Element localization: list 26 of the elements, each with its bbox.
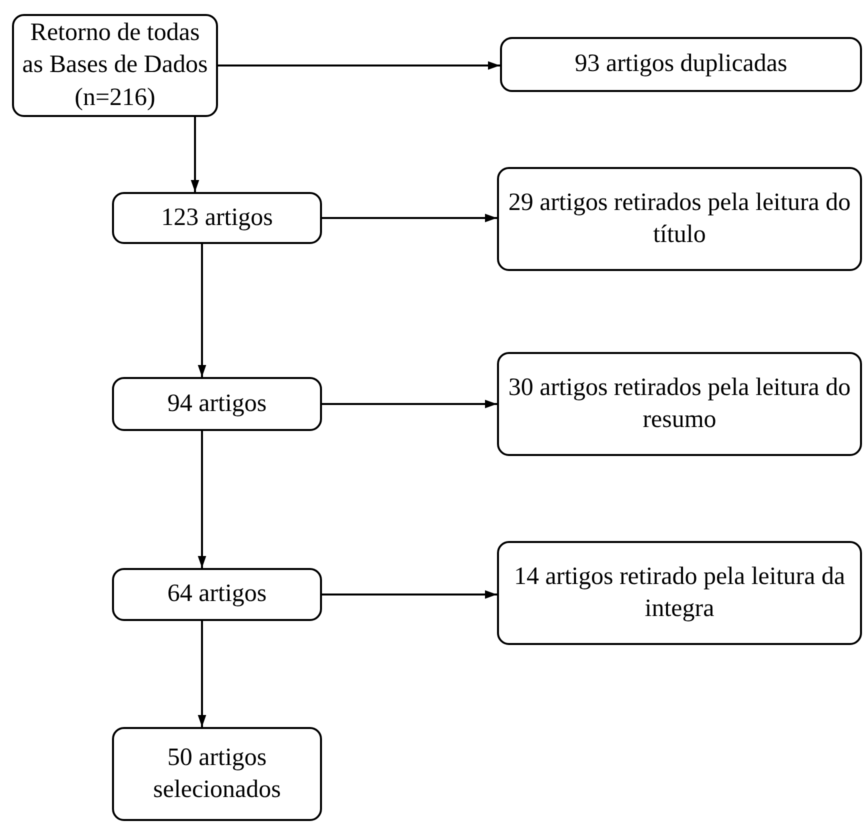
process-box	[500, 37, 862, 92]
arrow	[198, 431, 206, 568]
process-box	[112, 727, 322, 821]
box-text: 123 artigos	[161, 202, 273, 233]
arrow	[322, 214, 497, 222]
process-box	[497, 167, 862, 271]
box-text: 93 artigos duplicadas	[574, 49, 788, 80]
box-text: 64 artigos	[167, 579, 267, 610]
arrow	[198, 621, 206, 727]
arrow	[322, 590, 497, 599]
box-text: 94 artigos	[167, 388, 267, 419]
arrow	[322, 400, 497, 408]
box-text: 14 artigos retirado pela leitura da integra	[512, 562, 846, 624]
box-text: 30 artigos retirados pela leitura do resumo	[507, 372, 852, 435]
box-text: 29 artigos retirados pela leitura do título	[507, 188, 852, 250]
arrow	[218, 61, 500, 70]
box-text: Retorno de todas as Bases de Dados (n=216)	[21, 18, 209, 113]
process-box	[12, 14, 218, 117]
process-box	[112, 377, 322, 431]
box-text: 50 artigos selecionados	[152, 742, 282, 805]
process-box	[497, 541, 862, 645]
process-box	[497, 352, 862, 456]
arrow	[190, 117, 200, 192]
process-box	[112, 192, 322, 244]
arrow	[198, 244, 206, 377]
process-box	[112, 568, 322, 621]
